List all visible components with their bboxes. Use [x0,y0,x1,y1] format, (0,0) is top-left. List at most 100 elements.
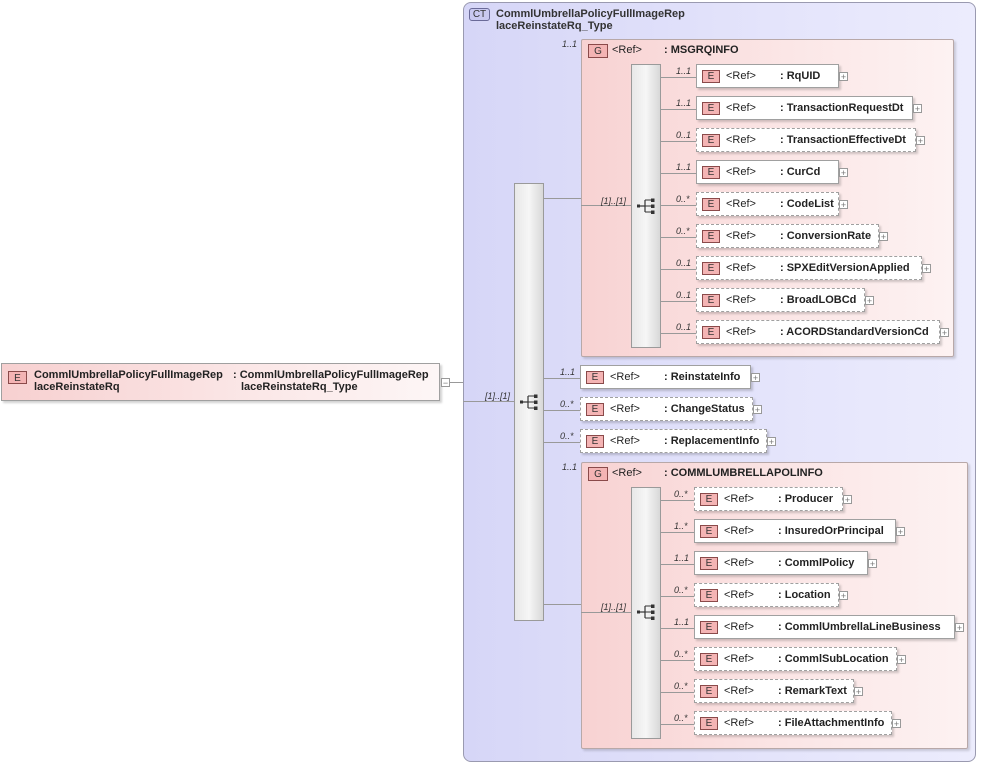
expand-toggle[interactable]: + [854,687,863,697]
element-badge: E [586,402,604,416]
element-name: : RemarkText [778,685,847,697]
element-rquid[interactable]: E<Ref>: RqUID [696,64,839,88]
element-ref: <Ref> [724,589,754,601]
expand-toggle[interactable]: + [753,405,762,415]
expand-toggle[interactable]: + [839,168,848,178]
element-transactioneffectivedt[interactable]: E<Ref>: TransactionEffectiveDt [696,128,916,152]
element-ref: <Ref> [726,166,756,178]
element-broadlobcd-cardinality: 0..1 [676,290,692,300]
element-broadlobcd[interactable]: E<Ref>: BroadLOBCd [696,288,865,312]
complex-type-title-line1: CommlUmbrellaPolicyFullImageRep [496,8,685,20]
element-ref: <Ref> [724,653,754,665]
element-conversionrate[interactable]: E<Ref>: ConversionRate [696,224,879,248]
element-name: : InsuredOrPrincipal [778,525,884,537]
element-ref: <Ref> [724,525,754,537]
msgrq-group-ref: <Ref> [612,44,642,56]
element-acordstandardversioncd[interactable]: E<Ref>: ACORDStandardVersionCd [696,320,940,344]
element-ref: <Ref> [610,371,640,383]
element-commlsublocation[interactable]: E <Ref> : CommlSubLocation [694,647,897,671]
element-replacementinfo[interactable]: E<Ref>: ReplacementInfo [580,429,767,453]
element-ref: <Ref> [726,70,756,82]
root-element-badge: E [8,371,27,384]
element-ref: <Ref> [724,557,754,569]
connector [661,724,694,725]
expand-toggle[interactable]: + [940,328,949,338]
connector [661,660,694,661]
element-ref: <Ref> [726,134,756,146]
element-name: : TransactionRequestDt [780,102,904,114]
connector [661,532,694,533]
connector [581,612,631,613]
element-commlpolicy[interactable]: E<Ref>: CommlPolicy [694,551,868,575]
element-codelist[interactable]: E<Ref>: CodeList [696,192,839,216]
umbrella-group-badge: G [588,467,608,481]
expand-toggle[interactable]: + [955,623,964,633]
expand-toggle[interactable]: + [839,72,848,82]
element-ref: <Ref> [610,403,640,415]
connector [661,301,696,302]
expand-toggle[interactable]: + [839,200,848,210]
expand-toggle[interactable]: + [767,437,776,447]
umbrella-group-name: : COMMLUMBRELLAPOLINFO [664,467,823,479]
element-badge: E [700,588,718,602]
root-element-type-line1: : CommlUmbrellaPolicyFullImageRep [233,369,429,381]
sequence-icon [637,198,655,214]
element-name: : BroadLOBCd [780,294,857,306]
element-ref: <Ref> [726,230,756,242]
connector [661,333,696,334]
element-fileattachmentinfo[interactable]: E<Ref>: FileAttachmentInfo [694,711,892,735]
expand-toggle[interactable]: + [868,559,877,569]
element-codelist-cardinality: 0..* [676,194,690,204]
element-name: : CommlSubLocation [778,653,889,665]
element-commlumbrellalinebusiness[interactable]: E<Ref>: CommlUmbrellaLineBusiness [694,615,955,639]
expand-toggle[interactable]: + [913,104,922,114]
element-ref: <Ref> [726,198,756,210]
element-badge: E [700,620,718,634]
element-curcd[interactable]: E<Ref>: CurCd [696,160,839,184]
expand-toggle[interactable]: + [751,373,760,383]
connector [544,378,580,379]
umbrella-sequence-cardinality: [1]..[1] [601,602,627,612]
element-badge: E [700,524,718,538]
connector [581,205,631,206]
element-name: : SPXEditVersionApplied [780,262,910,274]
connector [661,205,696,206]
element-reinstateinfo[interactable]: E<Ref>: ReinstateInfo [580,365,751,389]
element-changestatus-cardinality: 0..* [560,399,574,409]
connector [661,596,694,597]
element-transactionrequestdt-cardinality: 1..1 [676,98,692,108]
element-badge: E [702,69,720,83]
element-remarktext-cardinality: 0..* [674,681,688,691]
element-badge: E [700,652,718,666]
expand-toggle[interactable]: + [916,136,925,146]
root-element[interactable]: E CommlUmbrellaPolicyFullImageRep laceRe… [1,363,440,401]
element-transactionrequestdt[interactable]: E<Ref>: TransactionRequestDt [696,96,913,120]
connector [544,198,581,199]
element-insuredorprincipal[interactable]: E <Ref> : InsuredOrPrincipal [694,519,896,543]
element-producer[interactable]: E<Ref>: Producer [694,487,843,511]
expand-toggle[interactable]: + [922,264,931,274]
element-curcd-cardinality: 1..1 [676,162,692,172]
element-name: : CurCd [780,166,821,178]
expand-toggle[interactable]: + [865,296,874,306]
expand-toggle[interactable]: + [839,591,848,601]
element-name: : CommlUmbrellaLineBusiness [778,621,941,633]
element-insuredorprincipal-cardinality: 1..* [674,521,688,531]
expand-toggle[interactable]: + [879,232,888,242]
element-changestatus[interactable]: E <Ref> : ChangeStatus [580,397,753,421]
connector [661,141,696,142]
element-name: : ChangeStatus [664,403,745,415]
expand-toggle[interactable]: + [897,655,906,665]
element-remarktext[interactable]: E<Ref>: RemarkText [694,679,854,703]
element-location[interactable]: E<Ref>: Location [694,583,839,607]
element-spxeditversionapplied[interactable]: E<Ref>: SPXEditVersionApplied [696,256,922,280]
element-acordstandardversioncd-cardinality: 0..1 [676,322,692,332]
expand-toggle[interactable]: + [843,495,852,505]
root-collapse-toggle[interactable]: − [441,378,450,388]
element-name: : ACORDStandardVersionCd [780,326,929,338]
element-ref: <Ref> [726,326,756,338]
expand-toggle[interactable]: + [892,719,901,729]
sequence-icon [520,394,538,410]
element-badge: E [700,716,718,730]
expand-toggle[interactable]: + [896,527,905,537]
